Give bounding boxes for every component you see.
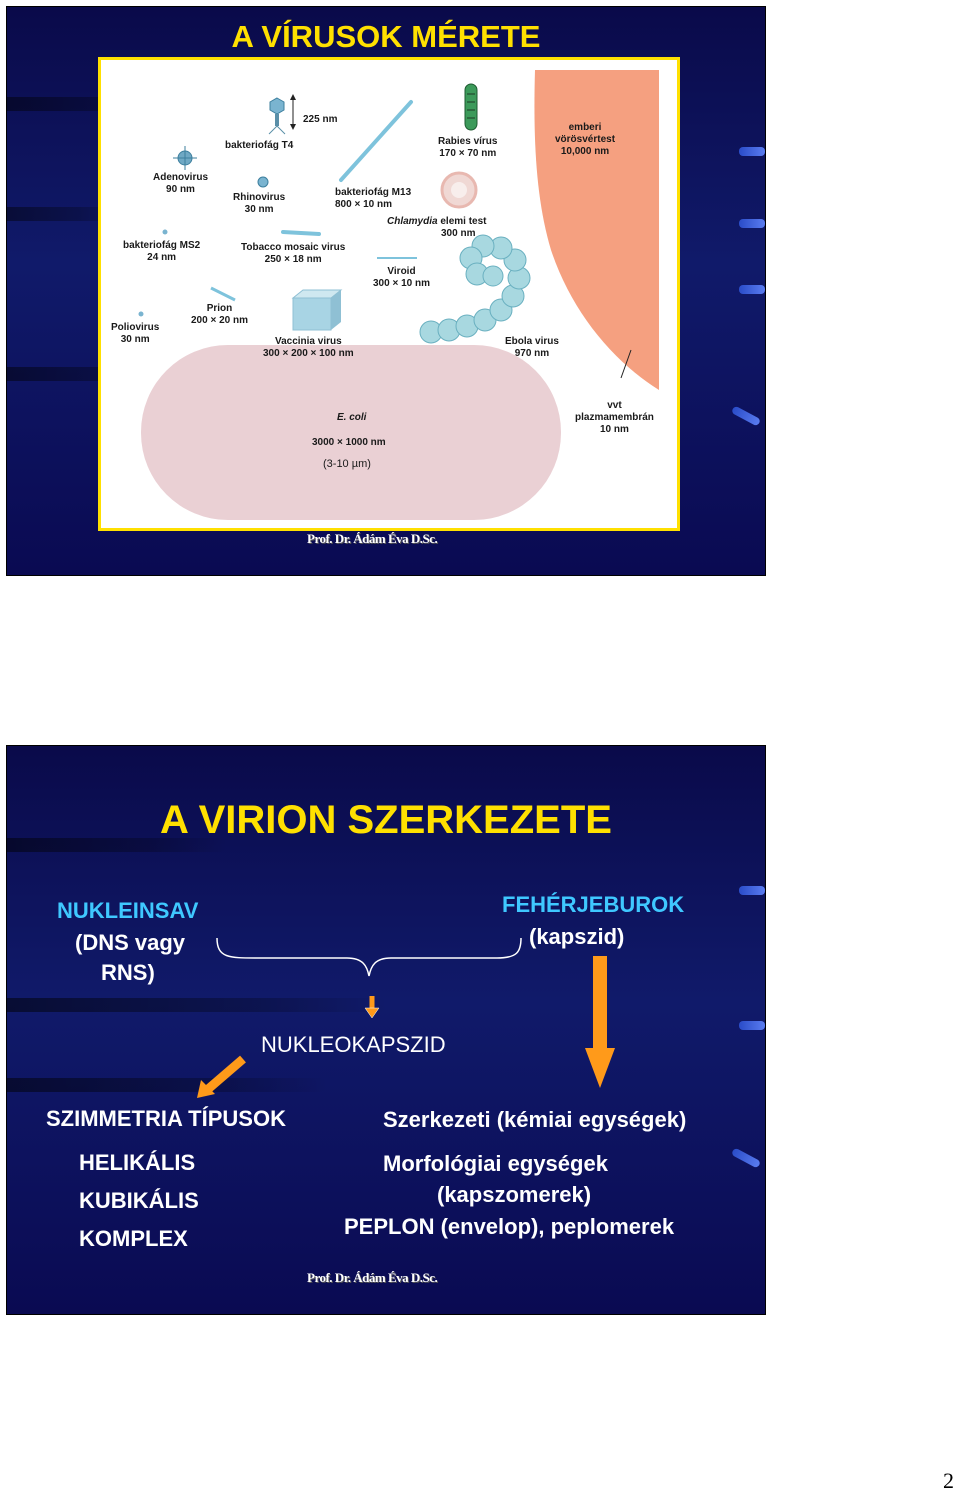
peplon-label: PEPLON (envelop), peplomerek bbox=[344, 1214, 674, 1240]
slide-virus-sizes: A VÍRUSOK MÉRETE bbox=[6, 6, 766, 576]
e-coli-um: (3-10 µm) bbox=[323, 458, 371, 470]
e-coli-label: E. coli bbox=[337, 412, 366, 424]
brace-shape bbox=[217, 938, 521, 976]
e-coli-size: 3000 × 1000 nm bbox=[312, 437, 386, 449]
decor-bar bbox=[739, 285, 765, 294]
slide-virion-structure: A VIRION SZERKEZETE NUKLEINSAV (DNS vagy… bbox=[6, 745, 766, 1315]
prion-shape bbox=[211, 288, 235, 300]
nukleokapszid-label: NUKLEOKAPSZID bbox=[261, 1032, 446, 1058]
type-kubikalis: KUBIKÁLIS bbox=[79, 1188, 199, 1214]
down-arrow-large bbox=[593, 956, 607, 1050]
tmv-shape bbox=[283, 232, 319, 234]
chlamydia-size: 300 nm bbox=[441, 228, 475, 240]
e-coli-shape bbox=[141, 345, 561, 520]
kapszomerek-label: (kapszomerek) bbox=[437, 1182, 591, 1208]
morfologiai-label: Morfológiai egységek bbox=[383, 1151, 608, 1177]
decor-bar bbox=[739, 219, 765, 228]
t4-label: bakteriofág T4 bbox=[225, 140, 293, 152]
poliovirus-shape bbox=[139, 312, 144, 317]
type-helikalis: HELIKÁLIS bbox=[79, 1150, 195, 1176]
chlamydia-label: Chlamydia elemi test bbox=[387, 216, 487, 228]
t4-scale-label: 225 nm bbox=[303, 114, 337, 126]
t4-phage-shape bbox=[269, 94, 296, 134]
vaccinia-shape bbox=[293, 290, 341, 330]
decor-bar bbox=[731, 405, 761, 426]
decor-bar bbox=[739, 147, 765, 156]
rabies-shape bbox=[465, 84, 477, 130]
rhinovirus-shape bbox=[258, 177, 268, 187]
diagonal-arrow bbox=[207, 1059, 243, 1090]
szerkezeti-label: Szerkezeti (kémiai egységek) bbox=[383, 1107, 686, 1133]
ebola-shape bbox=[420, 235, 530, 343]
adenovirus-shape bbox=[173, 146, 197, 170]
credit-text: Prof. Dr. Ádám Éva D.Sc. bbox=[307, 531, 437, 547]
type-komplex: KOMPLEX bbox=[79, 1226, 188, 1252]
szimmetria-label: SZIMMETRIA TÍPUSOK bbox=[46, 1106, 286, 1132]
ms2-shape bbox=[163, 230, 168, 235]
slide-title: A VÍRUSOK MÉRETE bbox=[7, 19, 765, 55]
m13-shape bbox=[341, 102, 411, 180]
credit-text: Prof. Dr. Ádám Éva D.Sc. bbox=[307, 1270, 437, 1286]
page-number: 2 bbox=[943, 1468, 954, 1494]
